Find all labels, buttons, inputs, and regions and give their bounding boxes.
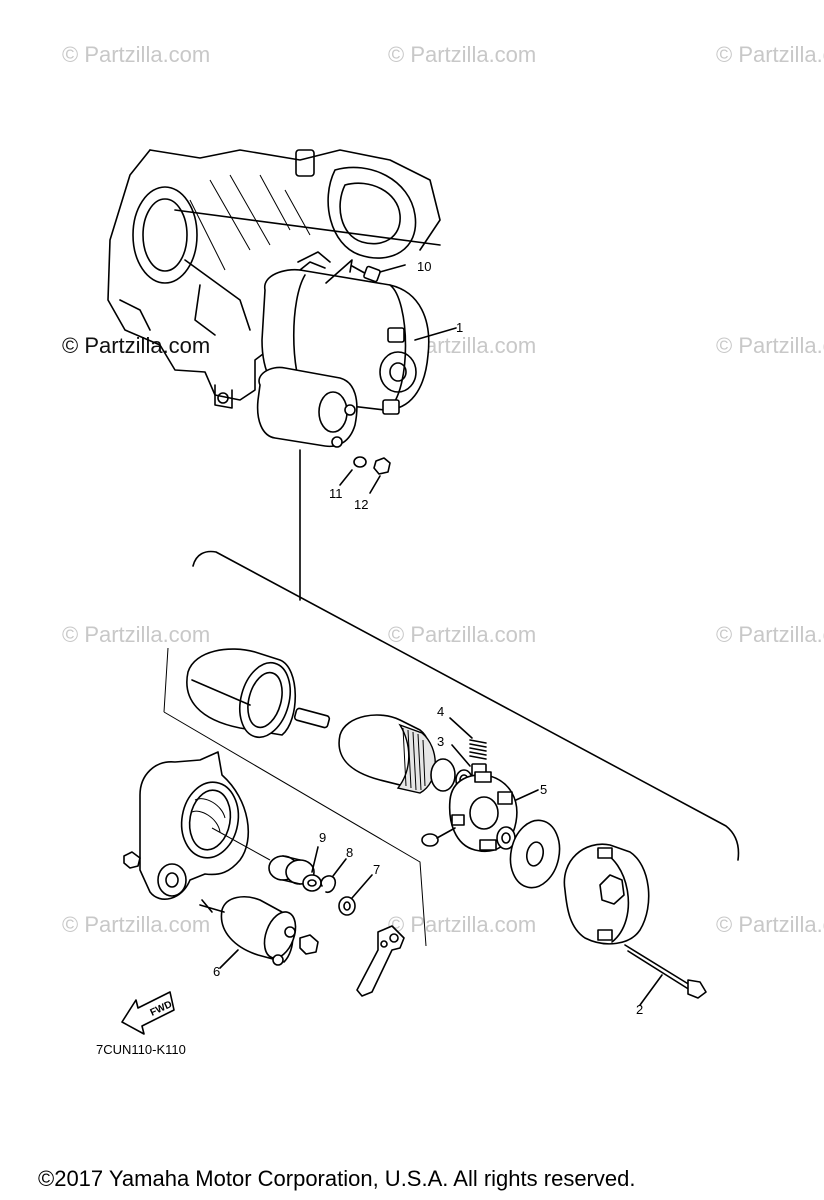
watermark: © Partzilla.com [388, 42, 537, 67]
yoke-housing [186, 648, 297, 739]
watermark: © Partzilla.com [62, 622, 211, 647]
callout-7: 7 [373, 862, 381, 877]
watermark: © Partzilla.com [716, 42, 824, 67]
watermark: © Partzilla.com [716, 912, 824, 937]
watermark: © Partzilla.com [388, 912, 537, 937]
watermark: © Partzilla.com [388, 622, 537, 647]
callout-11: 11 [329, 486, 343, 501]
engine-block [107, 149, 441, 409]
shift-lever [356, 925, 405, 997]
solenoid [199, 896, 319, 969]
frame-lines [163, 647, 427, 947]
callout-10: 10 [417, 259, 432, 274]
watermark: © Partzilla.com [62, 333, 211, 358]
washer-nut-11-12 [339, 456, 391, 494]
watermark: © Partzilla.com [62, 912, 211, 937]
through-bolt [624, 944, 707, 1006]
drive-housing [123, 751, 250, 900]
rear-cover [563, 843, 650, 945]
brush-spring [449, 717, 487, 777]
pinion-parts [268, 846, 373, 916]
exploded-bracket [192, 550, 740, 861]
callout-5: 5 [540, 782, 548, 797]
watermark: © Partzilla.com [716, 622, 824, 647]
watermark: © Partzilla.com [62, 42, 211, 67]
armature [293, 707, 473, 794]
callout-8: 8 [346, 845, 354, 860]
watermark: © Partzilla.com [716, 333, 824, 358]
copyright-notice: ©2017 Yamaha Motor Corporation, U.S.A. A… [38, 1166, 636, 1191]
callout-4: 4 [437, 704, 445, 719]
diagram-code: 7CUN110-K110 [96, 1042, 186, 1057]
starter-assembled [256, 251, 430, 448]
callout-12: 12 [354, 497, 369, 512]
callout-9: 9 [319, 830, 327, 845]
callout-1: 1 [456, 320, 464, 335]
large-washer [509, 819, 561, 889]
bolt-10 [325, 259, 406, 284]
callout-6: 6 [213, 964, 221, 979]
fwd-arrow-icon [121, 991, 175, 1035]
callout-3: 3 [437, 734, 445, 749]
callout-2: 2 [636, 1002, 644, 1017]
